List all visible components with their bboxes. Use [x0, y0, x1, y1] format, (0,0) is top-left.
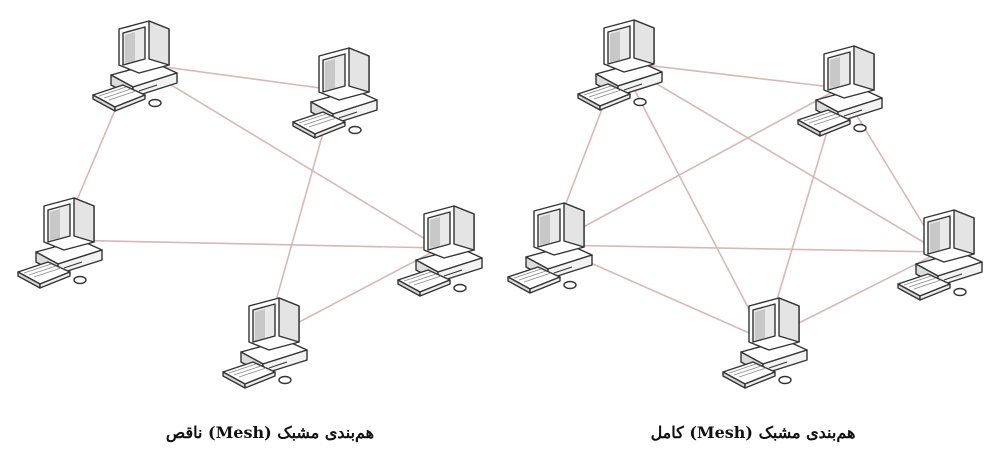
network-link [549, 87, 841, 246]
partial-mesh-diagram [17, 20, 483, 389]
computer-icon [507, 202, 593, 294]
computer-icon [92, 20, 178, 112]
computer-icon [797, 45, 883, 137]
computer-icon [397, 205, 483, 297]
computer-icon [292, 47, 378, 139]
network-link [619, 61, 941, 253]
computer-icon [222, 297, 308, 389]
network-link [549, 244, 941, 253]
full-mesh-diagram [507, 19, 983, 389]
partial-mesh-caption: هم‌بندی مشبک (Mesh) ناقص [165, 423, 375, 442]
network-link [59, 239, 441, 249]
network-link [619, 61, 841, 89]
network-link [134, 62, 441, 249]
computer-icon [577, 19, 663, 111]
network-link [134, 62, 336, 91]
computer-icon [17, 197, 103, 289]
full-mesh-caption: هم‌بندی مشبک (Mesh) کامل [650, 423, 856, 442]
computer-icon [722, 297, 808, 389]
node-layer [507, 19, 983, 389]
network-link [619, 61, 766, 341]
computer-icon [897, 209, 983, 301]
node-layer [17, 20, 483, 389]
